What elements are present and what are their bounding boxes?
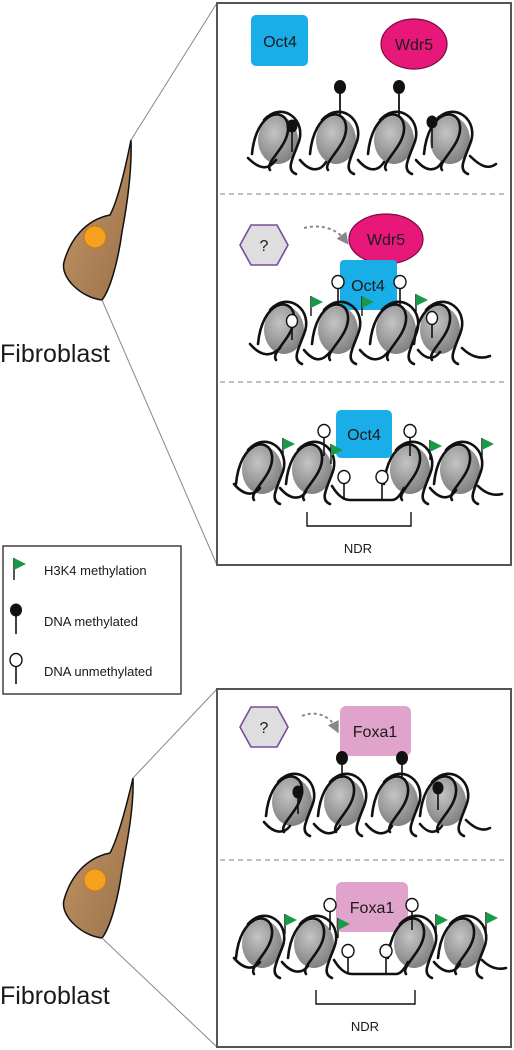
chromatin-panel-3 <box>232 423 504 506</box>
cell-label-top: Fibroblast <box>0 340 110 368</box>
chromatin-panel-2 <box>248 274 492 366</box>
chromatin-panel-1 <box>246 80 498 176</box>
oct4-label-2: Oct4 <box>351 278 385 295</box>
oct4-label: Oct4 <box>263 34 297 51</box>
ndr-label-top: NDR <box>344 541 372 556</box>
ndr-label-bottom: NDR <box>351 1019 379 1034</box>
zoom-line <box>101 937 218 1048</box>
zoom-panel-bottom <box>216 688 512 1048</box>
oct4-label-3: Oct4 <box>347 427 381 444</box>
legend-h3k4: H3K4 methylation <box>44 563 147 578</box>
ndr-bracket <box>306 512 412 527</box>
wdr5-label-2: Wdr5 <box>367 232 405 249</box>
chromatin-panel-5 <box>232 897 508 980</box>
legend-methylated-icon <box>10 603 22 634</box>
dashed-arrow <box>301 712 339 734</box>
legend-unmethylated-icon <box>9 652 23 684</box>
question-hexagon-2: ? <box>239 706 289 748</box>
foxa1-label-2: Foxa1 <box>350 900 395 917</box>
cell-label-bottom: Fibroblast <box>0 982 110 1010</box>
fibroblast-cell-top <box>62 139 132 301</box>
legend-box <box>2 545 182 695</box>
ndr-bracket-2 <box>315 990 416 1005</box>
zoom-panel-top <box>216 2 512 566</box>
svg-text:?: ? <box>260 238 269 255</box>
fibroblast-cell-bottom <box>62 777 134 939</box>
dashed-arrow <box>303 225 349 245</box>
legend-methylated: DNA methylated <box>44 614 138 629</box>
legend-flag-icon <box>13 558 26 580</box>
svg-text:?: ? <box>260 720 269 737</box>
foxa1-box-2 <box>336 882 408 932</box>
wdr5-label: Wdr5 <box>395 37 433 54</box>
zoom-line <box>101 299 218 566</box>
chromatin-panel-4 <box>262 751 492 838</box>
oct4-box-2 <box>340 260 397 310</box>
oct4-box <box>251 15 308 66</box>
zoom-line <box>132 688 218 779</box>
zoom-line <box>130 2 218 141</box>
legend-unmethylated: DNA unmethylated <box>44 664 152 679</box>
foxa1-box <box>340 706 411 756</box>
wdr5-oval <box>380 18 448 70</box>
question-hexagon-1: ? <box>239 224 289 266</box>
oct4-box-3 <box>336 410 392 458</box>
foxa1-label: Foxa1 <box>353 724 398 741</box>
